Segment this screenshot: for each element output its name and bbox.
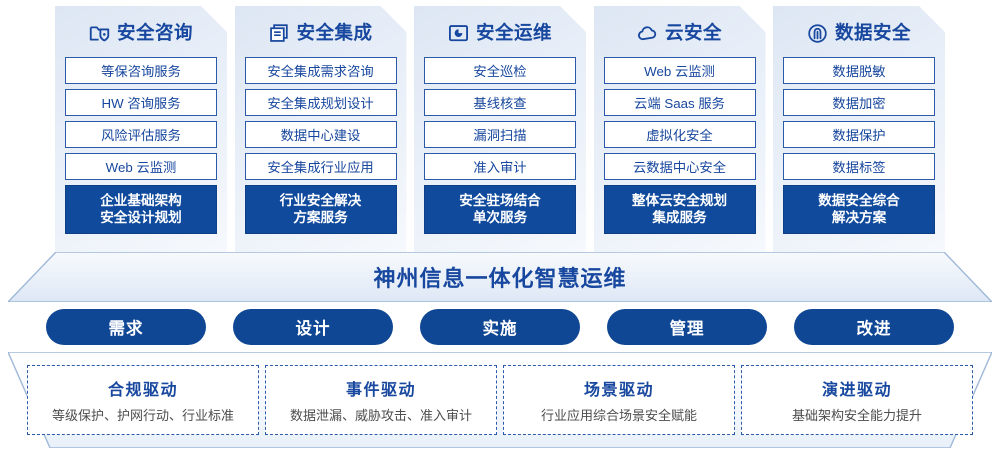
service-item[interactable]: 安全集成需求咨询	[245, 57, 397, 84]
service-item[interactable]: 安全巡检	[424, 57, 576, 84]
driver-card-compliance[interactable]: 合规驱动 等级保护、护网行动、行业标准	[27, 365, 259, 435]
column-header: 安全运维	[424, 16, 576, 50]
summary-line: 安全设计规划	[100, 210, 182, 225]
service-item[interactable]: 安全集成规划设计	[245, 89, 397, 116]
capability-columns: 安全咨询 等保咨询服务 HW 咨询服务 风险评估服务 Web 云监测 企业基础架…	[0, 6, 1000, 254]
service-item[interactable]: 等保咨询服务	[65, 57, 217, 84]
process-pill-implementation[interactable]: 实施	[420, 309, 580, 345]
driver-subtitle: 基础架构安全能力提升	[791, 408, 922, 423]
service-item[interactable]: 风险评估服务	[65, 121, 217, 148]
service-item[interactable]: Web 云监测	[604, 57, 756, 84]
capability-column-data-security[interactable]: 数据安全 数据脱敏 数据加密 数据保护 数据标签 数据安全综合 解决方案	[773, 6, 945, 254]
capability-column-security-integration[interactable]: 安全集成 安全集成需求咨询 安全集成规划设计 数据中心建设 安全集成行业应用 行…	[235, 6, 407, 254]
summary-line: 整体云安全规划	[631, 193, 728, 208]
capability-column-security-consulting[interactable]: 安全咨询 等保咨询服务 HW 咨询服务 风险评估服务 Web 云监测 企业基础架…	[55, 6, 227, 254]
column-header: 安全集成	[245, 16, 397, 50]
service-item[interactable]: 基线核查	[424, 89, 576, 116]
column-header: 云安全	[604, 16, 756, 50]
summary-line: 企业基础架构	[100, 193, 182, 208]
column-title: 数据安全	[834, 21, 911, 43]
column-summary[interactable]: 行业安全解决 方案服务	[245, 185, 397, 234]
summary-line: 行业安全解决	[279, 193, 362, 208]
driver-card-evolution[interactable]: 演进驱动 基础架构安全能力提升	[741, 365, 973, 435]
monitor-chart-icon	[448, 23, 469, 44]
banner-outline	[8, 252, 992, 302]
summary-line: 安全驻场结合	[459, 193, 541, 208]
driver-card-scenario[interactable]: 场景驱动 行业应用综合场景安全赋能	[503, 365, 735, 435]
process-pill-row: 需求 设计 实施 管理 改进	[0, 309, 1000, 347]
driver-title: 演进驱动	[821, 382, 892, 399]
stacked-documents-icon	[268, 23, 289, 44]
banner-title: 神州信息一体化智慧运维	[373, 266, 627, 291]
summary-line: 集成服务	[652, 210, 707, 225]
service-item[interactable]: 数据中心建设	[245, 121, 397, 148]
service-item[interactable]: 数据加密	[783, 89, 935, 116]
column-title: 安全咨询	[116, 21, 193, 43]
summary-line: 数据安全综合	[818, 193, 900, 208]
column-header: 安全咨询	[65, 16, 217, 50]
platform-banner: 神州信息一体化智慧运维	[8, 252, 992, 302]
column-summary[interactable]: 整体云安全规划 集成服务	[604, 185, 756, 234]
column-header: 数据安全	[783, 16, 935, 50]
folder-shield-icon	[89, 23, 110, 44]
driver-title: 事件驱动	[345, 382, 416, 399]
service-item[interactable]: 安全集成行业应用	[245, 153, 397, 180]
process-pill-management[interactable]: 管理	[607, 309, 767, 345]
column-title: 安全运维	[475, 21, 552, 43]
service-item[interactable]: 漏洞扫描	[424, 121, 576, 148]
summary-line: 解决方案	[831, 210, 887, 225]
service-item[interactable]: 虚拟化安全	[604, 121, 756, 148]
driver-subtitle: 行业应用综合场景安全赋能	[540, 408, 697, 423]
capability-column-cloud-security[interactable]: 云安全 Web 云监测 云端 Saas 服务 虚拟化安全 云数据中心安全 整体云…	[594, 6, 766, 254]
process-pill-demand[interactable]: 需求	[46, 309, 206, 345]
drivers-row: 合规驱动 等级保护、护网行动、行业标准 事件驱动 数据泄漏、威胁攻击、准入审计 …	[8, 352, 992, 448]
service-item[interactable]: Web 云监测	[65, 153, 217, 180]
column-summary[interactable]: 企业基础架构 安全设计规划	[65, 185, 217, 234]
driver-title: 场景驱动	[583, 382, 654, 399]
service-item[interactable]: 准入审计	[424, 153, 576, 180]
driver-subtitle: 等级保护、护网行动、行业标准	[51, 408, 234, 423]
column-title: 云安全	[664, 21, 722, 43]
fingerprint-icon	[807, 23, 828, 44]
service-item[interactable]: 云端 Saas 服务	[604, 89, 756, 116]
summary-line: 单次服务	[472, 210, 528, 225]
column-summary[interactable]: 数据安全综合 解决方案	[783, 185, 935, 234]
process-pill-improvement[interactable]: 改进	[794, 309, 954, 345]
service-item[interactable]: HW 咨询服务	[65, 89, 217, 116]
driver-card-incident[interactable]: 事件驱动 数据泄漏、威胁攻击、准入审计	[265, 365, 497, 435]
column-title: 安全集成	[296, 21, 373, 43]
column-summary[interactable]: 安全驻场结合 单次服务	[424, 185, 576, 234]
summary-line: 方案服务	[293, 210, 348, 225]
driver-subtitle: 数据泄漏、威胁攻击、准入审计	[289, 408, 472, 423]
service-item[interactable]: 云数据中心安全	[604, 153, 756, 180]
banner-trapezoid-shape	[8, 252, 992, 302]
service-item[interactable]: 数据脱敏	[783, 57, 935, 84]
driver-title: 合规驱动	[107, 382, 178, 399]
service-item[interactable]: 数据保护	[783, 121, 935, 148]
drivers-section: 合规驱动 等级保护、护网行动、行业标准 事件驱动 数据泄漏、威胁攻击、准入审计 …	[8, 352, 992, 448]
process-pill-design[interactable]: 设计	[233, 309, 393, 345]
cloud-icon	[637, 23, 658, 44]
capability-column-security-operations[interactable]: 安全运维 安全巡检 基线核查 漏洞扫描 准入审计 安全驻场结合 单次服务	[414, 6, 586, 254]
service-item[interactable]: 数据标签	[783, 153, 935, 180]
